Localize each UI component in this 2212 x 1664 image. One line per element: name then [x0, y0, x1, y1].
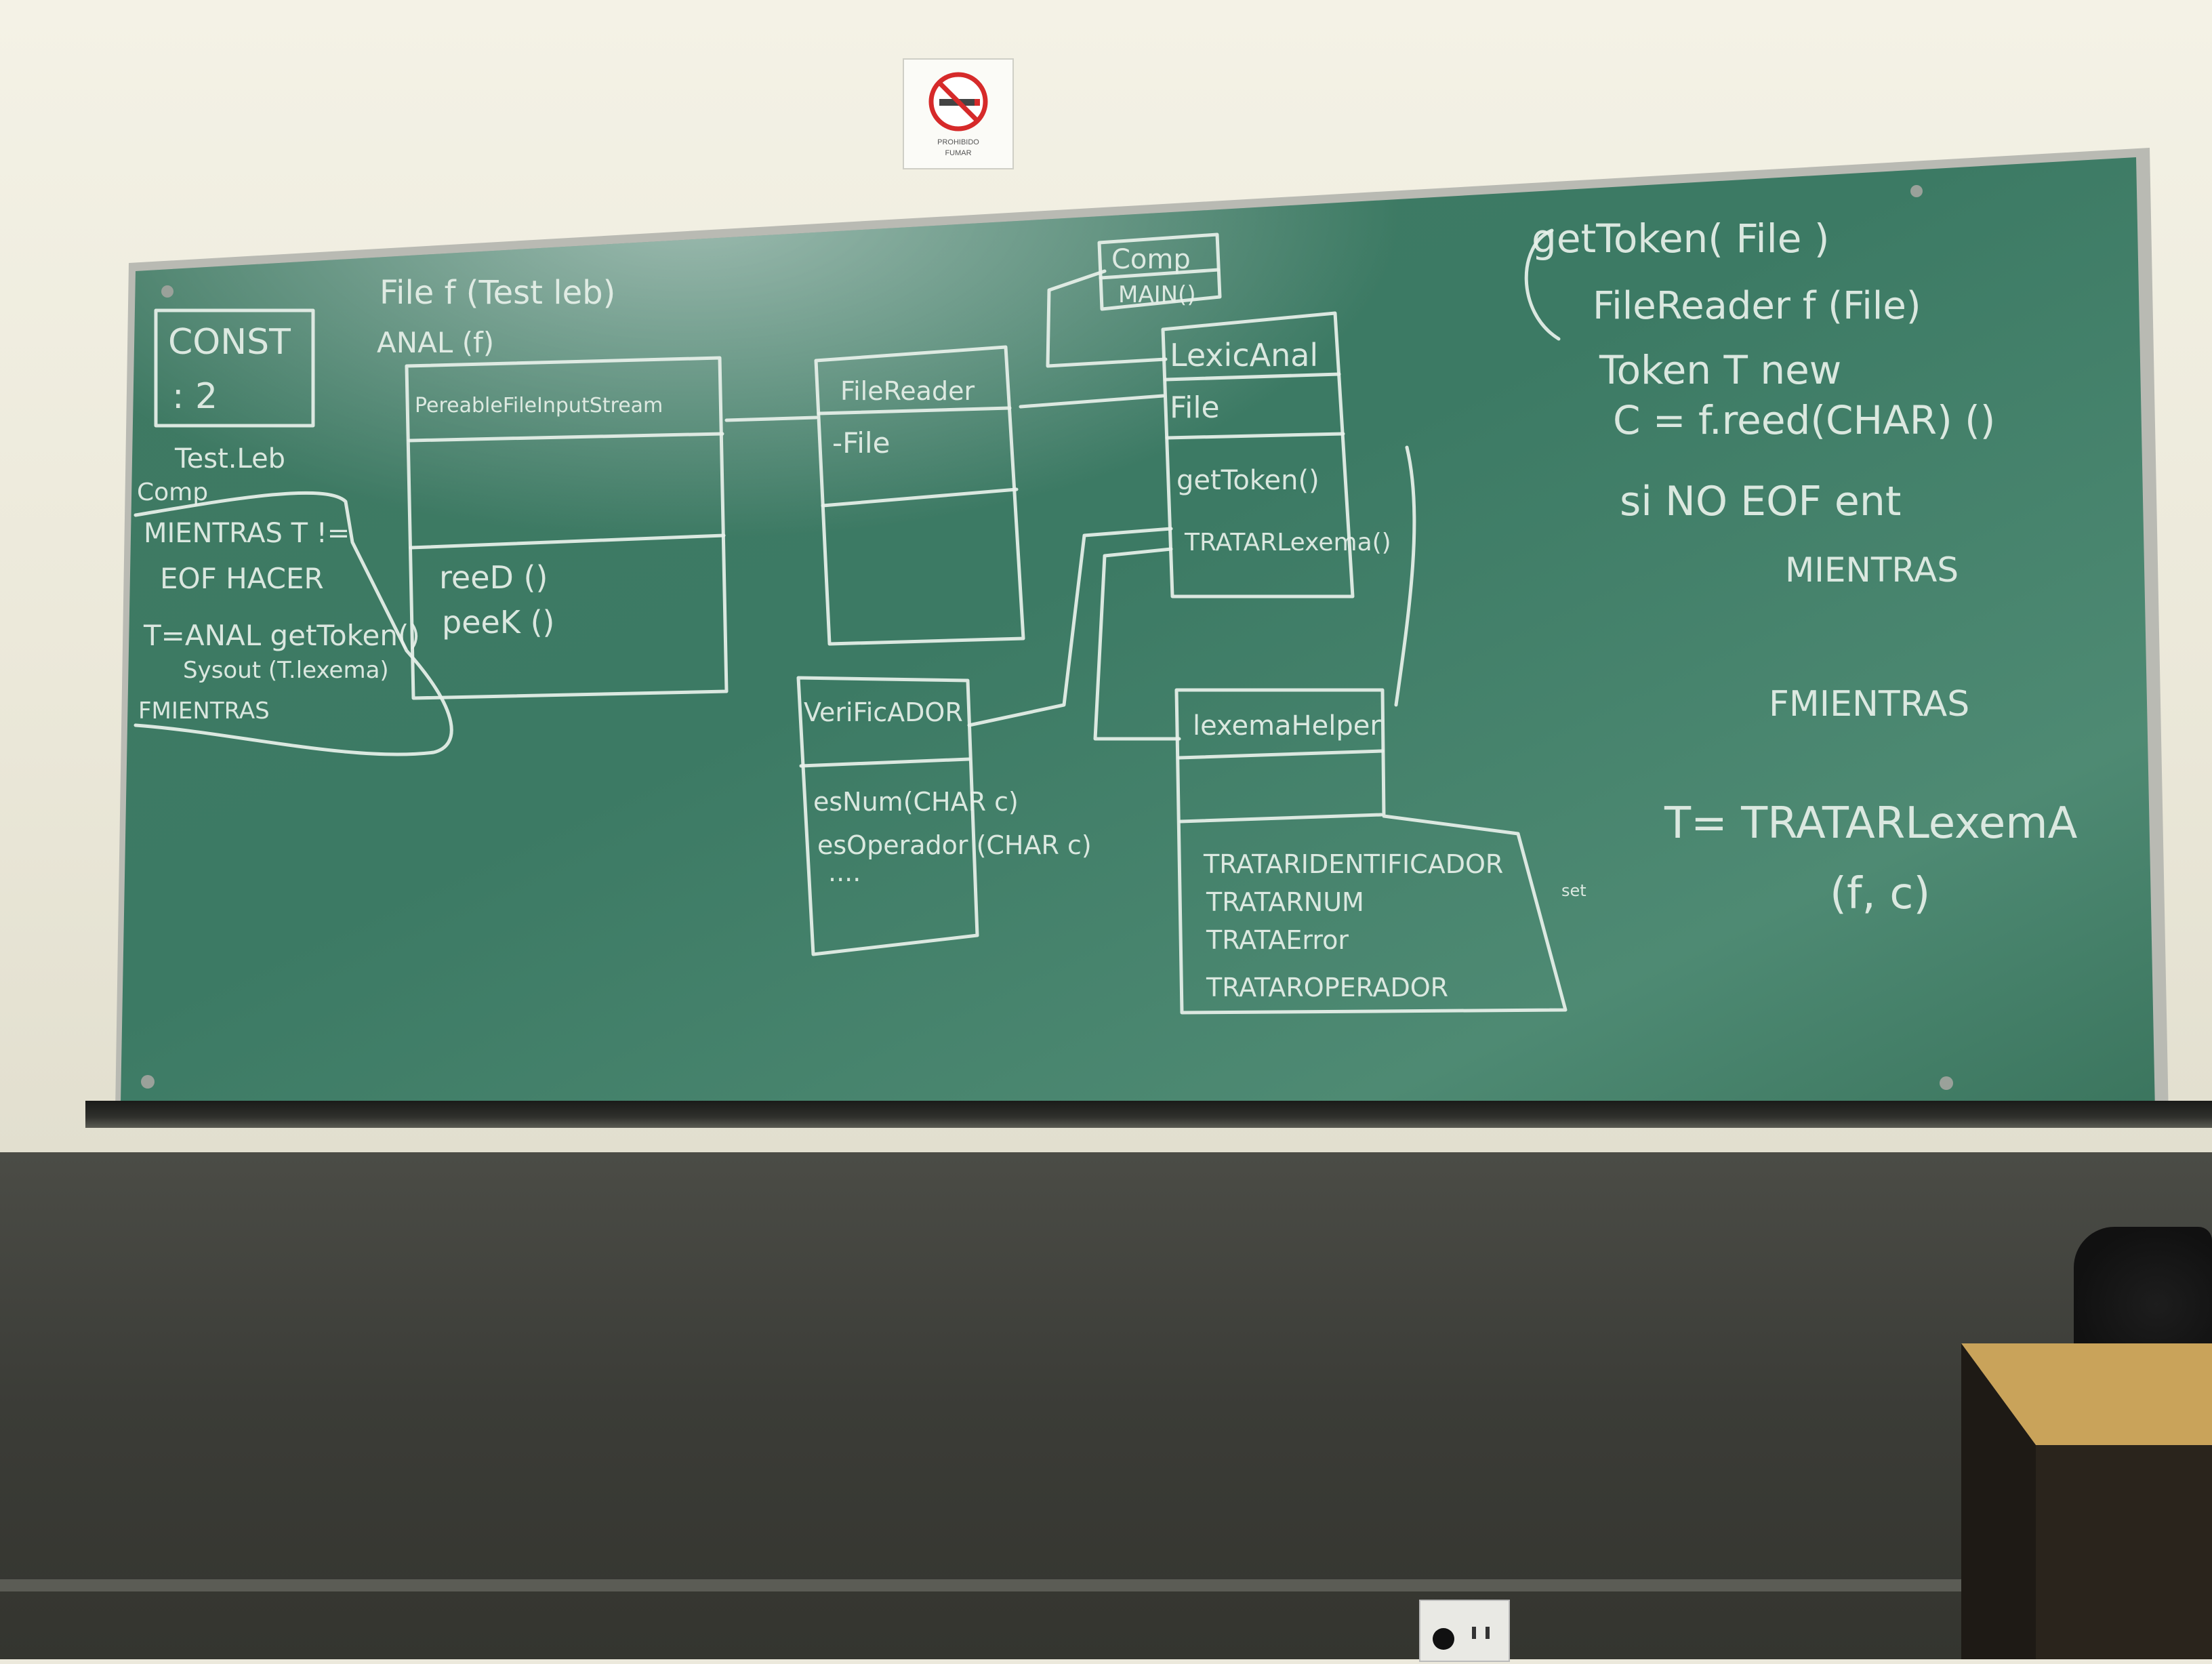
outlet-icon [1433, 1627, 1490, 1650]
class-verificador: VeriFicADOR esNum(CHAR c) esOperador (CH… [796, 676, 1092, 956]
note-line: Test.Leb [174, 443, 285, 474]
note-line: Sysout (T.lexema) [183, 657, 389, 684]
note-line: getToken( File ) [1532, 216, 1829, 262]
class-field: -File [832, 426, 890, 460]
class-method: MAIN() [1118, 281, 1196, 308]
class-method: TRATAError [1206, 925, 1349, 955]
no-smoking-sign: PROHIBIDO FUMAR [903, 58, 1014, 169]
note-line: Token T new [1599, 347, 1841, 393]
note-line: T=ANAL getToken() [143, 619, 420, 652]
sign-bottom-text: FUMAR [945, 149, 972, 157]
note-line: (f, c) [1830, 869, 1930, 919]
connector [967, 527, 1173, 727]
note-line: FMIENTRAS [1769, 684, 1969, 725]
class-method: reeD () [439, 559, 548, 596]
lower-wall [0, 1152, 2212, 1659]
connector [1394, 445, 1416, 707]
desk-side [1961, 1343, 2036, 1659]
class-lexemahelper: lexemaHelper TRATARIDENTIFICADOR TRATARN… [1174, 688, 1586, 1015]
class-title: Comp [1111, 244, 1191, 275]
screw [1910, 185, 1923, 197]
class-readable-stream: PereableFileInputStream reeD () peeK () [405, 356, 729, 700]
note-line: MIENTRAS [1785, 550, 1959, 590]
class-method: TRATARNUM [1206, 887, 1364, 917]
const-value: : 2 [172, 376, 218, 417]
connector [724, 415, 818, 422]
no-smoking-icon [928, 72, 988, 131]
class-method: getToken() [1176, 465, 1319, 496]
class-title: PereableFileInputStream [415, 394, 663, 418]
coat [2074, 1227, 2212, 1356]
class-title: LexicAnal [1170, 337, 1318, 373]
screw [1940, 1076, 1953, 1090]
class-comp: Comp MAIN() [1046, 232, 1222, 368]
const-box [154, 308, 315, 428]
screw [141, 1075, 155, 1089]
note-line: ANAL (f) [377, 326, 494, 359]
class-title: lexemaHelper [1193, 710, 1381, 742]
desk-front [2036, 1445, 2212, 1659]
class-method: TRATAROPERADOR [1206, 973, 1448, 1002]
chalkboard: CONST : 2 Test.Leb Comp MIENTRAS T != EO… [115, 148, 2169, 1118]
desk [1961, 1343, 2212, 1659]
connector [1093, 547, 1181, 741]
note-line: Comp [137, 479, 208, 506]
side-note: set [1561, 881, 1586, 900]
wall-rail [0, 1579, 2212, 1591]
note-line: File f (Test leb) [380, 274, 615, 312]
note-line: C = f.reed(CHAR) () [1613, 397, 1995, 443]
class-lexicanal: LexicAnal File getToken() TRATARLexema() [1161, 311, 1391, 598]
power-outlet [1419, 1600, 1510, 1662]
loop-outline [134, 491, 453, 756]
class-field: File [1170, 390, 1220, 425]
board-glare [121, 157, 2155, 1112]
desk-top [1961, 1343, 2212, 1445]
class-title: FileReader [840, 376, 975, 406]
class-title: VeriFicADOR [804, 697, 963, 727]
note-line: T= TRATARLexemA [1664, 798, 2078, 849]
note-line: EOF HACER [160, 562, 324, 595]
class-method: peeK () [442, 604, 554, 641]
const-label: CONST [168, 322, 291, 363]
screw [161, 285, 173, 298]
note-line: si NO EOF ent [1620, 478, 1901, 525]
note-line: FileReader f (File) [1593, 284, 1921, 328]
class-method: TRATARLexema() [1184, 529, 1391, 556]
bracket [1524, 228, 1561, 341]
class-method: esOperador (CHAR c) [817, 830, 1092, 860]
sign-top-text: PROHIBIDO [937, 138, 979, 146]
chalk-ledge [85, 1101, 2212, 1128]
note-line: FMIENTRAS [138, 697, 270, 725]
class-method: .... [828, 857, 861, 887]
note-line: MIENTRAS T != [144, 518, 350, 549]
class-filereader: FileReader -File [814, 345, 1025, 646]
class-method: esNum(CHAR c) [813, 787, 1019, 817]
connector [1019, 394, 1165, 409]
class-method: TRATARIDENTIFICADOR [1203, 849, 1503, 879]
